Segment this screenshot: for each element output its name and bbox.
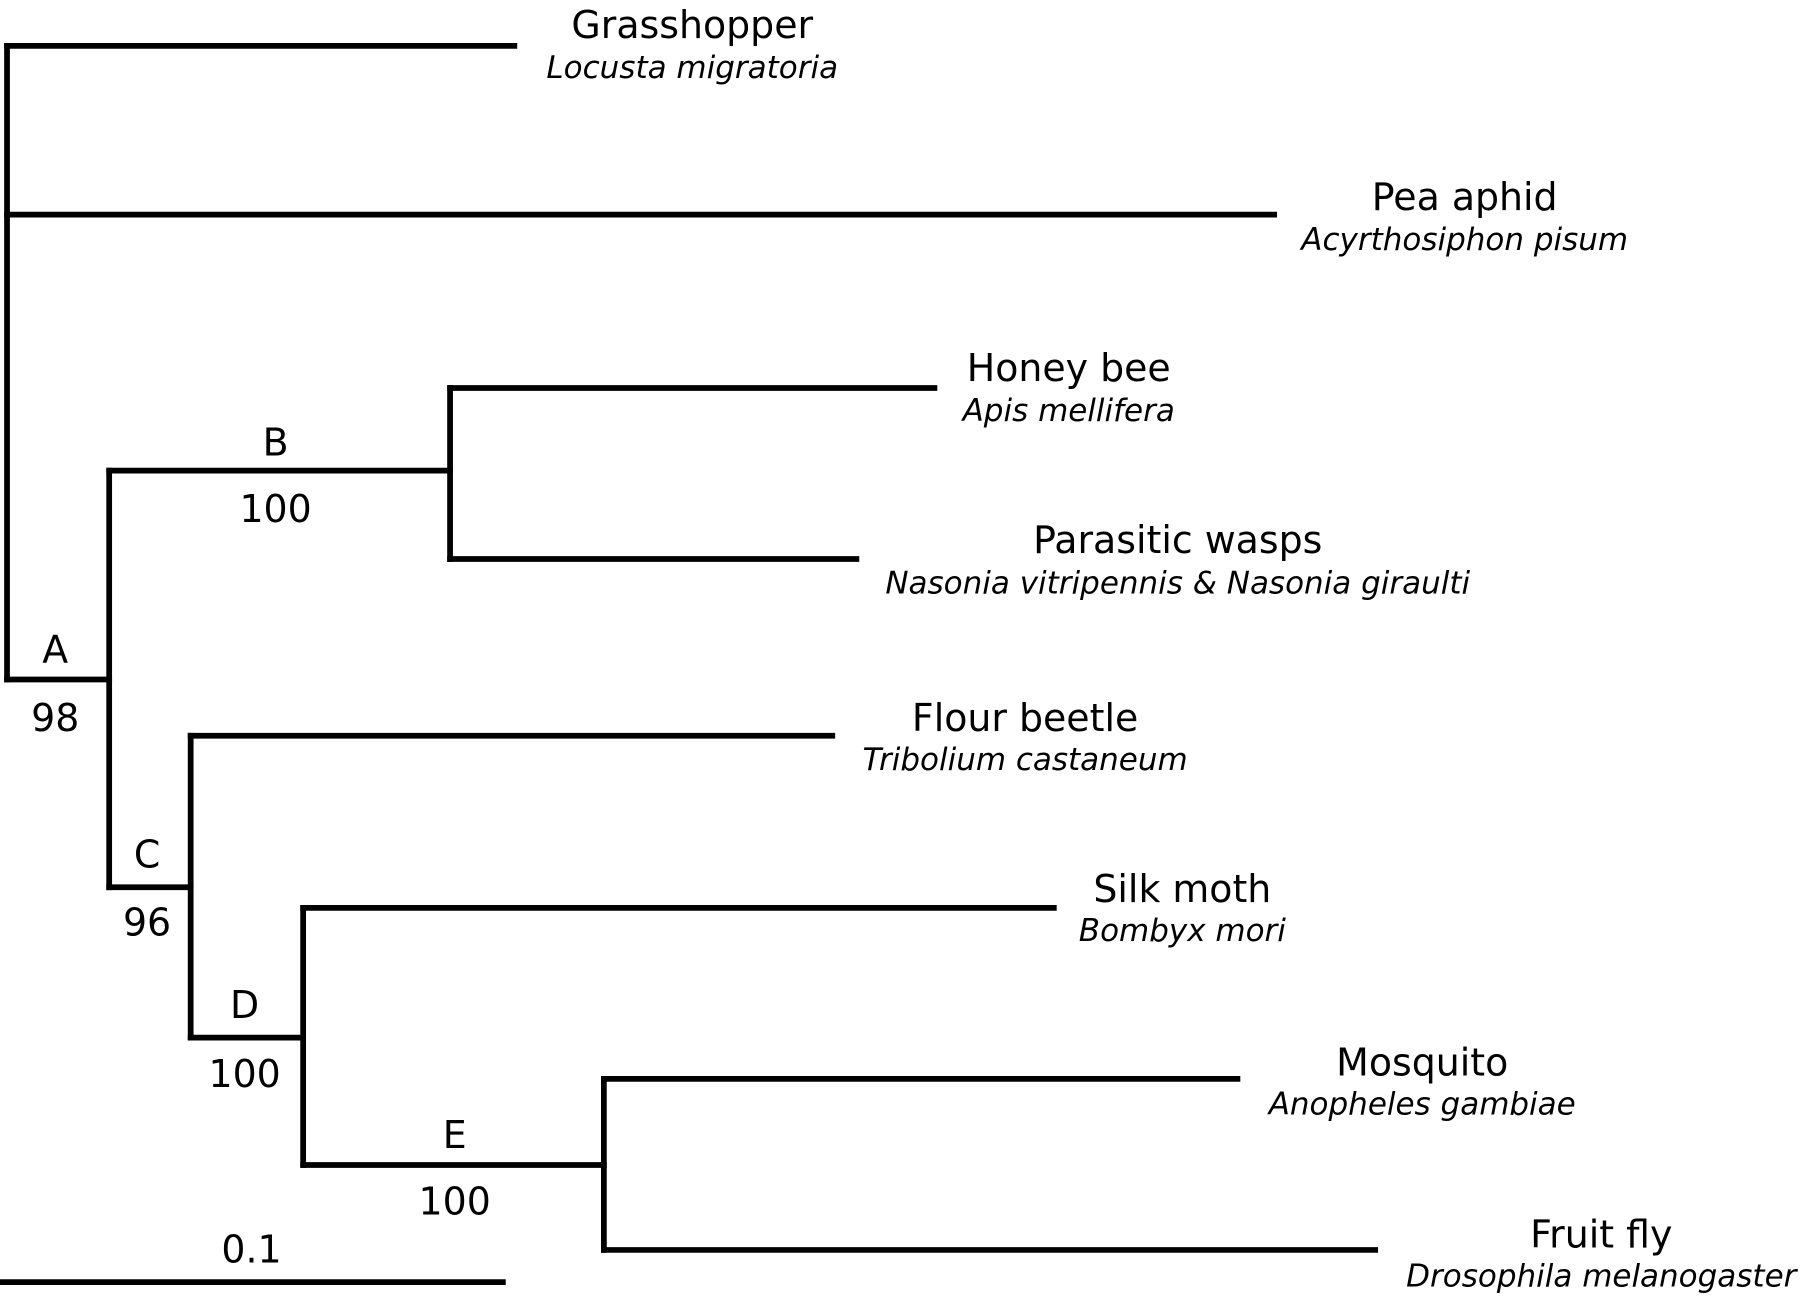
taxon-common-name: Parasitic wasps [1033,518,1322,562]
taxon-common-name: Grasshopper [571,3,813,47]
taxon-scientific-name: Anopheles gambiae [1267,1087,1576,1123]
taxon-scientific-name: Apis mellifera [961,393,1175,429]
taxon-common-name: Honey bee [967,346,1171,390]
node-label: E [443,1113,467,1157]
support-value: 100 [239,487,311,531]
taxon-common-name: Fruit fly [1530,1213,1672,1257]
taxon-scientific-name: Bombyx mori [1079,913,1286,949]
node-label: D [230,983,259,1027]
taxon-scientific-name: Drosophila melanogaster [1406,1259,1798,1295]
support-value: 100 [419,1179,491,1223]
node-label: C [134,833,160,877]
taxon-scientific-name: Tribolium castaneum [863,742,1188,778]
node-label: B [263,421,289,465]
taxon-scientific-name: Acyrthosiphon pisum [1299,222,1628,258]
support-value: 100 [208,1052,280,1096]
taxon-scientific-name: Locusta migratoria [546,50,838,86]
node-label: A [42,627,68,671]
taxon-common-name: Pea aphid [1372,175,1558,219]
scale-bar-label: 0.1 [221,1228,281,1272]
taxon-common-name: Flour beetle [912,696,1138,740]
support-value: 96 [123,900,171,944]
taxon-common-name: Mosquito [1336,1040,1508,1084]
taxon-common-name: Silk moth [1093,867,1271,911]
taxon-scientific-name: Nasonia vitripennis & Nasonia giraulti [885,565,1470,601]
support-value: 98 [31,696,79,740]
